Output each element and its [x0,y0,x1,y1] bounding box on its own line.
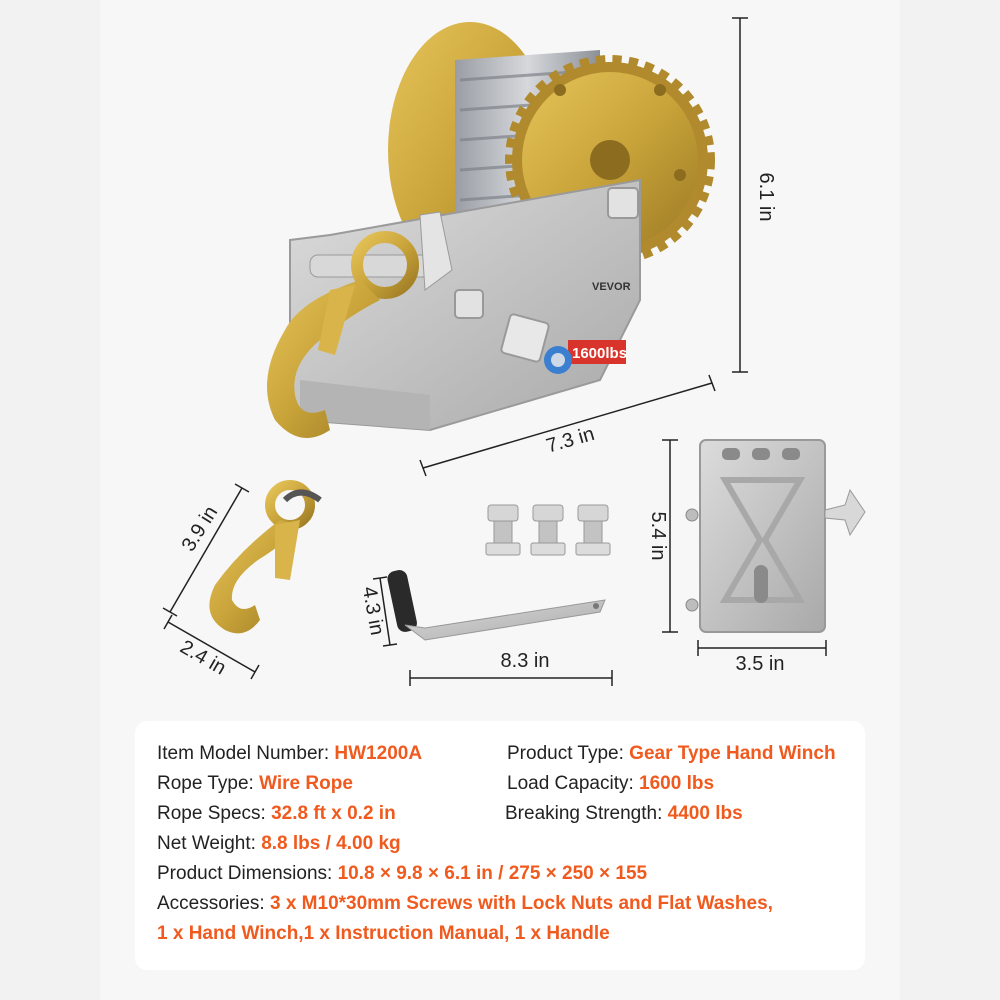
spec-value: 1600 lbs [639,773,715,794]
spec-label: Product Dimensions: [157,863,333,884]
frame-base [300,380,430,430]
capacity-badge [568,340,626,364]
spec-model: Item Model Number: HW1200A [157,742,422,766]
screw [575,504,611,556]
spec-label: Net Weight: [157,833,256,854]
winch-height-label: 6.1 in [755,173,777,222]
screw [530,504,566,556]
frame-bolt [454,289,484,319]
plate-lock-knob [824,488,866,537]
plate-x-brace [719,477,806,603]
winch-hook [267,280,380,438]
frame-bolt [607,187,639,219]
screws-image [485,504,611,556]
winch-width-label: 7.3 in [544,423,597,458]
spec-label: Rope Type: [157,773,254,794]
plate-dimension-lines [662,439,827,656]
screw [485,504,521,556]
spec-label: Accessories: [157,893,265,914]
hook-dimension-lines [162,483,260,680]
mounting-plate-image [685,439,866,633]
spec-breaking-strength: Breaking Strength: 4400 lbs [505,802,743,826]
hook-cable-end [282,489,322,503]
specifications-card [135,721,865,970]
spec-product-dimensions: Product Dimensions: 10.8 × 9.8 × 6.1 in … [157,862,647,886]
spec-rope-specs: Rope Specs: 32.8 ft x 0.2 in [157,802,396,826]
plate-width-label: 3.5 in [736,653,785,675]
handle-arm [404,599,606,641]
gear-hub [590,140,630,180]
spec-value: 1 x Hand Winch,1 x Instruction Manual, 1… [157,923,610,944]
spec-accessories: Accessories: 3 x M10*30mm Screws with Lo… [157,892,773,916]
spec-value: Wire Rope [259,773,353,794]
hook-body [209,520,300,634]
spec-label: Rope Specs: [157,803,266,824]
handle-grip [387,570,417,632]
spec-label: Load Capacity: [507,773,634,794]
hook-latch-small [275,520,300,580]
plate-height-label: 5.4 in [647,512,669,561]
hook-image [209,480,322,634]
plate-slot [754,565,768,603]
plate-body [699,439,826,633]
hook-latch [318,285,355,355]
spec-value: HW1200A [334,743,423,764]
hook-height-label: 3.9 in [178,502,223,555]
handle-height-label: 4.3 in [358,585,388,637]
crank-handle-image [387,570,606,641]
spec-net-weight: Net Weight: 8.8 lbs / 4.00 kg [157,832,401,856]
spec-label: Item Model Number: [157,743,330,764]
winch-dimension-lines [419,17,748,477]
handle-dimension-lines [372,576,613,686]
spec-label: Breaking Strength: [505,803,663,824]
spec-value: 4400 lbs [667,803,743,824]
spec-value: 10.8 × 9.8 × 6.1 in / 275 × 250 × 155 [337,863,648,884]
capacity-label: 1600lbs [572,345,627,362]
spec-value: 32.8 ft x 0.2 in [271,803,396,824]
spec-product-type: Product Type: Gear Type Hand Winch [507,742,836,766]
spec-label: Product Type: [507,743,624,764]
hand-winch-image: VEVOR 1600lbs [267,22,715,438]
spec-value: 8.8 lbs / 4.00 kg [261,833,401,854]
spec-value: 3 x M10*30mm Screws with Lock Nuts and F… [269,893,773,914]
cable-eye [351,231,419,299]
handle-axle-nut [500,313,550,363]
ratchet-pawl [419,211,453,291]
handle-length-label: 8.3 in [501,650,550,672]
brand-label: VEVOR [592,281,631,293]
spec-value: Gear Type Hand Winch [629,743,836,764]
spec-accessories-line2: 1 x Hand Winch,1 x Instruction Manual, 1… [157,922,610,946]
spec-rope-type: Rope Type: Wire Rope [157,772,353,796]
spec-load-capacity: Load Capacity: 1600 lbs [507,772,714,796]
